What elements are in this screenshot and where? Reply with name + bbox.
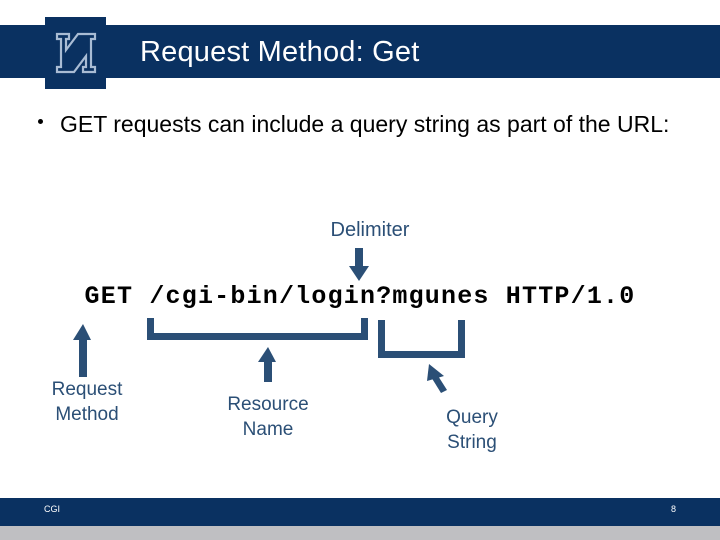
delimiter-label: Delimiter (330, 219, 410, 241)
http-request-line: GET /cgi-bin/login?mgunes HTTP/1.0 (84, 282, 636, 311)
bullet-point-icon (38, 119, 43, 124)
request-method-label: Request Method (22, 377, 152, 427)
page-title: Request Method: Get (140, 36, 420, 68)
resource-name-label: Resource Name (198, 392, 338, 442)
footer-deck-label: CGI (44, 504, 61, 514)
bullet-item-text: GET requests can include a query string … (60, 111, 670, 137)
header-bar (0, 25, 720, 78)
request-method-label-line1: Request (51, 379, 123, 400)
request-method-label-line2: Method (55, 404, 119, 425)
resource-name-up-arrow-icon (258, 347, 276, 382)
resource-name-bracket-icon (147, 318, 368, 340)
query-string-label-line2: String (447, 432, 497, 453)
university-logo (45, 17, 106, 89)
resource-name-label-line1: Resource (227, 394, 309, 415)
block-n-logo-icon (55, 32, 97, 74)
resource-name-label-line2: Name (242, 419, 294, 440)
request-method-up-arrow-icon (73, 324, 91, 377)
bottom-strip (0, 526, 720, 540)
query-string-label: Query String (412, 405, 532, 455)
footer-page-number: 8 (670, 504, 676, 514)
query-string-bracket-icon (378, 320, 465, 358)
query-string-label-line1: Query (446, 407, 498, 428)
footer-bar (0, 498, 720, 526)
query-string-diagonal-arrow-icon (427, 364, 447, 393)
delimiter-down-arrow-icon (349, 248, 369, 281)
